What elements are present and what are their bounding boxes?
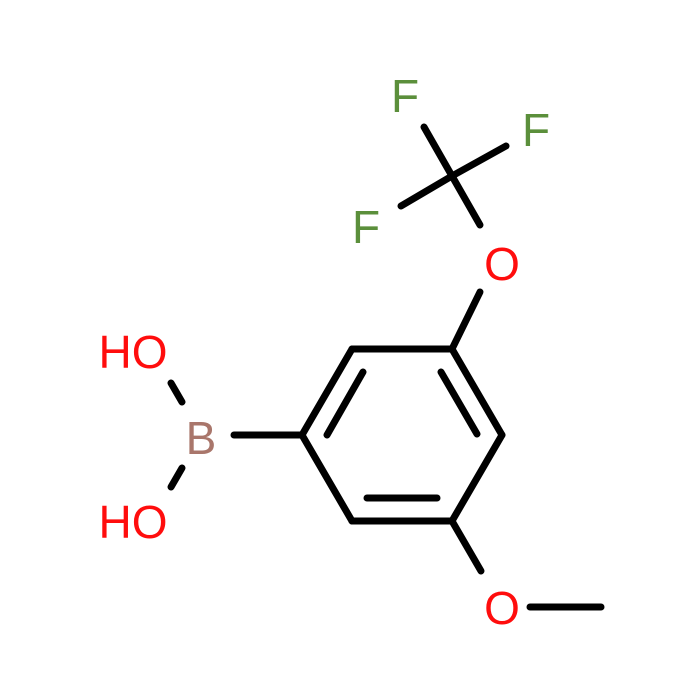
ring-bond-5 [298, 345, 356, 439]
fluorine-label-right: F [522, 104, 550, 156]
ring-double-bond-3 [323, 368, 367, 439]
bond-c-f2 [448, 142, 510, 180]
bond-b-oh-top [167, 379, 186, 406]
hydroxyl-label-top: HO [99, 326, 168, 378]
bond-c-f3 [397, 172, 456, 210]
ring-bond-1 [448, 345, 506, 439]
oxygen-label-methoxy: O [484, 582, 520, 634]
ring-bond-4 [298, 431, 356, 525]
bond-c-f1 [420, 123, 456, 180]
bond-c-o [448, 172, 484, 229]
fluorine-label-top: F [391, 70, 419, 122]
ring-double-bond-1 [437, 368, 481, 438]
boron-label: B [186, 412, 217, 464]
fluorine-label-left: F [352, 201, 380, 253]
bond-ring-o-ome [448, 517, 485, 575]
hydroxyl-label-bottom: HO [99, 496, 168, 548]
oxygen-label-ocf3: O [484, 238, 520, 290]
bond-o-ring [448, 288, 484, 353]
ring-bond-2 [448, 431, 506, 525]
bond-b-oh-bottom [167, 464, 186, 491]
